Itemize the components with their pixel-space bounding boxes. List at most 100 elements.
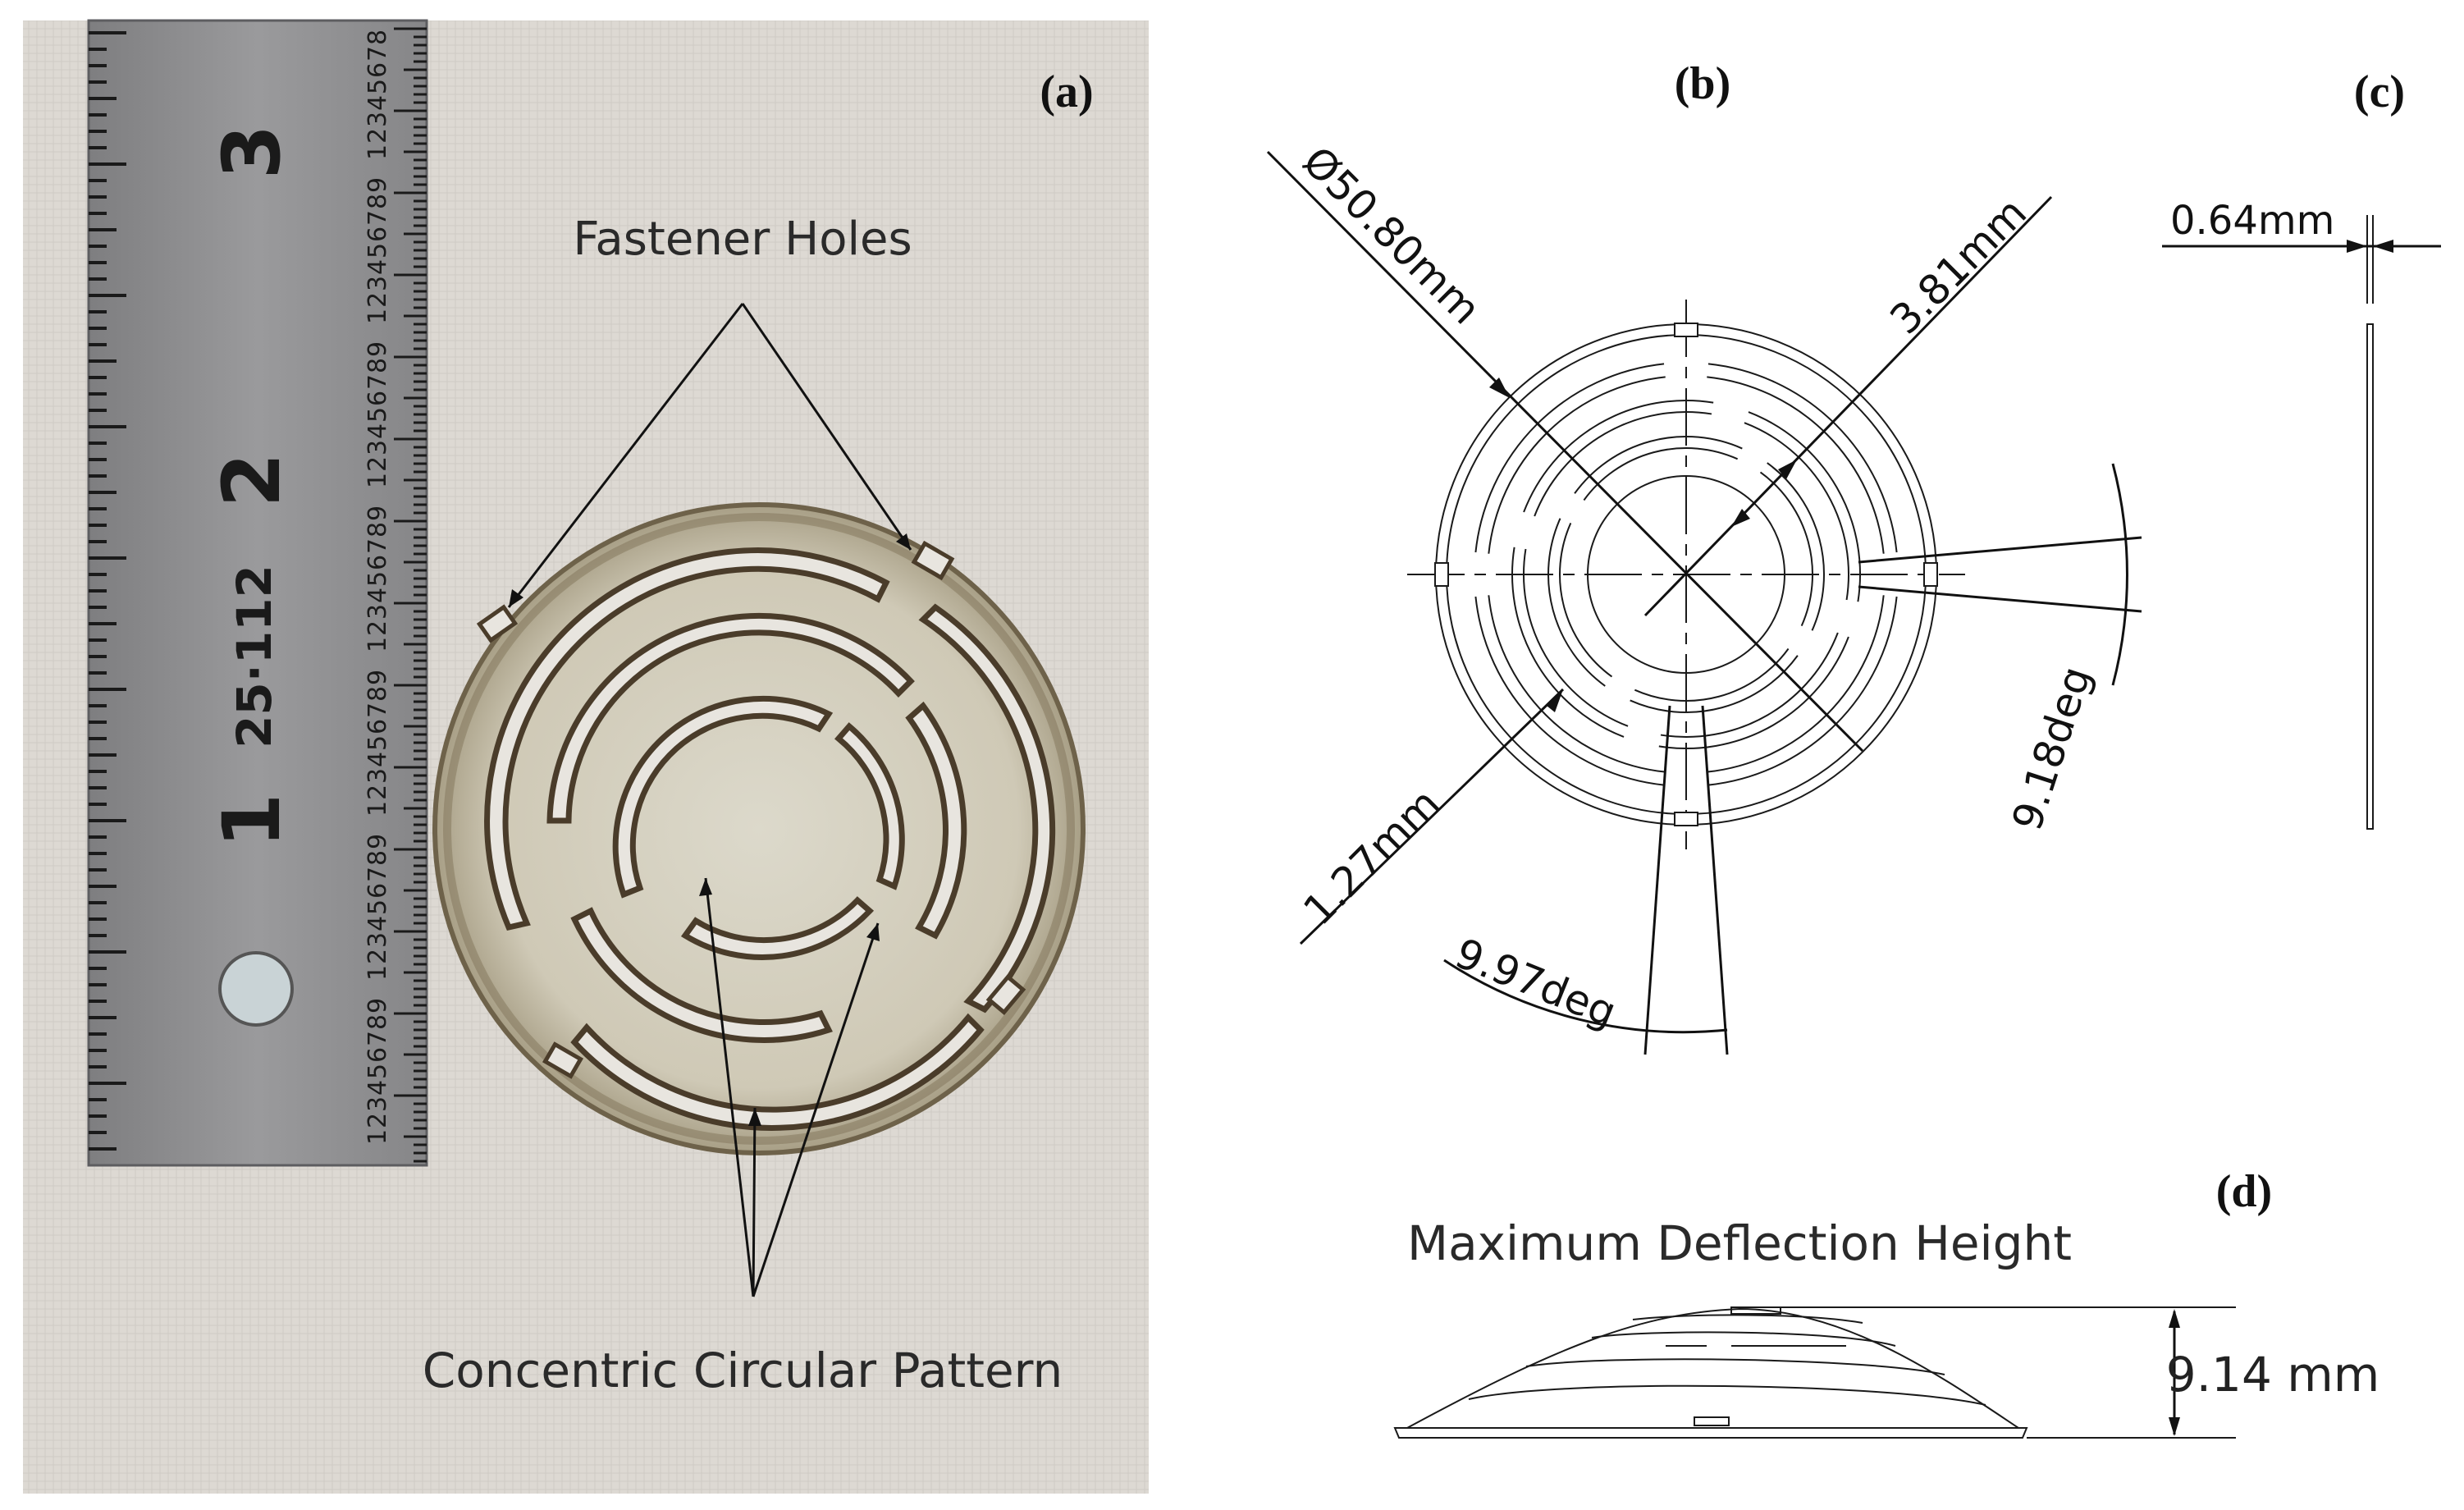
ruler-minor-digit: 3 [363,112,392,127]
panel-a-photo: 1234567891234567891234567891234567891234… [23,19,1149,1494]
ruler-minor-digit: 5 [363,571,392,587]
panel-c-label: (c) [2354,66,2405,117]
ruler-major-1: 1 [206,794,298,849]
ruler-minor-digit: 2 [363,456,392,472]
disk-slots [484,547,1056,1131]
thickness-arrowhead [2373,240,2393,253]
ruler-minor-digit: 7 [363,374,392,390]
ruler-minor-digit: 6 [363,226,392,242]
perforated-disk [432,502,1086,1155]
ring-slot [1474,363,1666,554]
panel-c-drawing: (c) 0.64mm [2162,66,2441,830]
ruler-minor-digit: 4 [363,423,392,439]
ruler-minor-digit: 9 [363,670,392,685]
ruler-minor-digit: 4 [363,1080,392,1096]
ruler-minor-digit: 3 [363,276,392,291]
ruler-minor-digit: 9 [363,834,392,849]
drawing-fastener-holes [1434,323,1938,826]
ruler-minor-digit: 3 [363,604,392,620]
ruler-major-3: 3 [206,125,298,180]
ruler-minor-digit: 9 [363,506,392,521]
deflected-profile [1393,1306,2028,1439]
ruler-minor-digit: 1 [363,801,392,817]
panel-d-drawing: (d) Maximum Deflection Height 9.14 mm [1393,1166,2379,1439]
ruler-minor-digit: 3 [363,932,392,948]
plate-edge-profile [2366,323,2374,830]
ruler-minor-digit: 9 [363,341,392,357]
panel-b-drawing: (b) Ø50.80mm 3.81mm 1.27mm [1266,58,2142,1055]
ring-gap-arrowhead [1547,689,1563,712]
ruler-minor-digit: 5 [363,899,392,915]
ruler-minor-digit: 7 [363,46,392,62]
ruler-minor-digit: 7 [363,210,392,226]
ruler-minor-digit: 6 [363,62,392,78]
ring-slot [1523,400,1714,517]
height-arrowhead [2169,1417,2180,1436]
ruler-minor-digit: 2 [363,620,392,636]
ruler-minor-digit: 8 [363,850,392,866]
diameter-arrowhead [1489,378,1510,398]
ruler-stamp: 25·112 [226,565,282,748]
ruler-major-2: 2 [206,453,298,508]
ruler-minor-digit: 5 [363,243,392,259]
ruler-minor-digit: 1 [363,144,392,160]
ruler-minor-digit: 2 [363,1113,392,1128]
height-arrowhead [2169,1309,2180,1328]
ruler-minor-digit: 3 [363,440,392,455]
ring-gap-dimension: 1.27mm [1294,780,1449,935]
panel-d-label: (d) [2216,1166,2272,1217]
ruler-minor-digit: 1 [363,1129,392,1145]
slot-width-arrowhead [1778,460,1797,479]
ruler-minor-digit: 6 [363,391,392,406]
side-angle-dimension: 9.18deg [2003,661,2101,835]
ruler-minor-digit: 5 [363,735,392,751]
fastener-hole [1674,812,1698,826]
fastener-hole [542,1041,584,1079]
ruler-minor-digit: 3 [363,1096,392,1112]
fastener-hole [1923,562,1938,587]
diameter-dimension: Ø50.80mm [1294,137,1490,333]
ring-slot [1474,595,1666,786]
ruler-minor-digit: 4 [363,916,392,931]
panel-b-label: (b) [1675,58,1730,109]
ruler-minor-digit: 2 [363,292,392,308]
ruler-minor-digit: 8 [363,522,392,538]
disk-rim-stain [443,513,1075,1145]
ruler-minor-digit: 6 [363,1047,392,1063]
ruler-minor-digit: 1 [363,309,392,324]
side-angle-arc [2111,463,2128,686]
ruler-ticks-left [89,31,126,1151]
ruler-minor-digit: 4 [363,259,392,275]
fastener-hole [1434,562,1449,587]
disk-body [432,502,1086,1155]
fastener-hole [911,540,955,581]
bottom-angle-lines [1643,705,1729,1055]
slot-width-leader [1643,195,2053,617]
fastener-hole [985,973,1026,1016]
ring-slot [1759,462,1825,631]
ruler-minor-digit: 2 [363,785,392,800]
bottom-angle-arc [1443,959,1728,1034]
ruler-hole [218,951,294,1027]
slot-width-arrowhead [1731,509,1750,527]
ruler-minor-digit: 9 [363,998,392,1014]
ruler-minor-digit: 6 [363,883,392,899]
ruler-minor-digit: 7 [363,702,392,718]
ruler-minor-digit: 1 [363,637,392,652]
ruler-minor-digit: 1 [363,965,392,981]
slot-width-dimension: 3.81mm [1881,189,2036,344]
ruler-minor-digit: 8 [363,1014,392,1030]
fastener-hole [476,604,519,643]
ruler-minor-digit: 4 [363,95,392,111]
thickness-dimension: 0.64mm [2170,198,2334,244]
annotation-arrowheads [509,533,911,1126]
panel-a-label: (a) [1040,66,1093,117]
concentric-pattern-label: Concentric Circular Pattern [423,1343,1063,1398]
ruler-minor-digit: 8 [363,358,392,373]
ruler-minor-digit: 7 [363,538,392,554]
ruler-minor-digit: 4 [363,752,392,767]
ring-slot [1574,436,1743,501]
ring-slots [1474,363,1898,786]
ring-gap-leader [1299,688,1565,945]
